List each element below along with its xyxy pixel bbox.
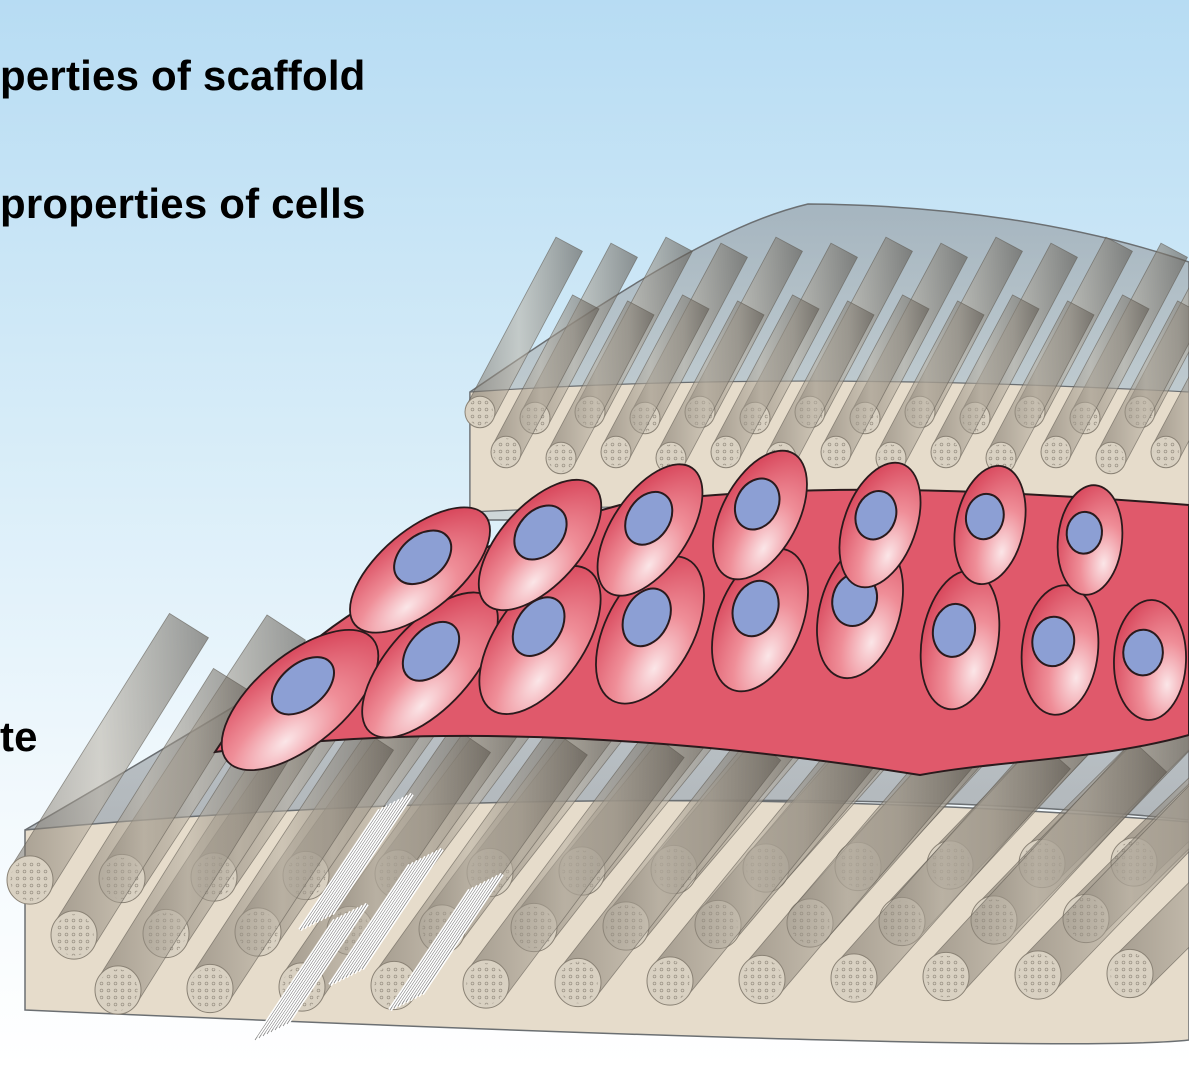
nucleus	[1122, 629, 1163, 676]
upper-scaffold-layer	[465, 204, 1189, 520]
